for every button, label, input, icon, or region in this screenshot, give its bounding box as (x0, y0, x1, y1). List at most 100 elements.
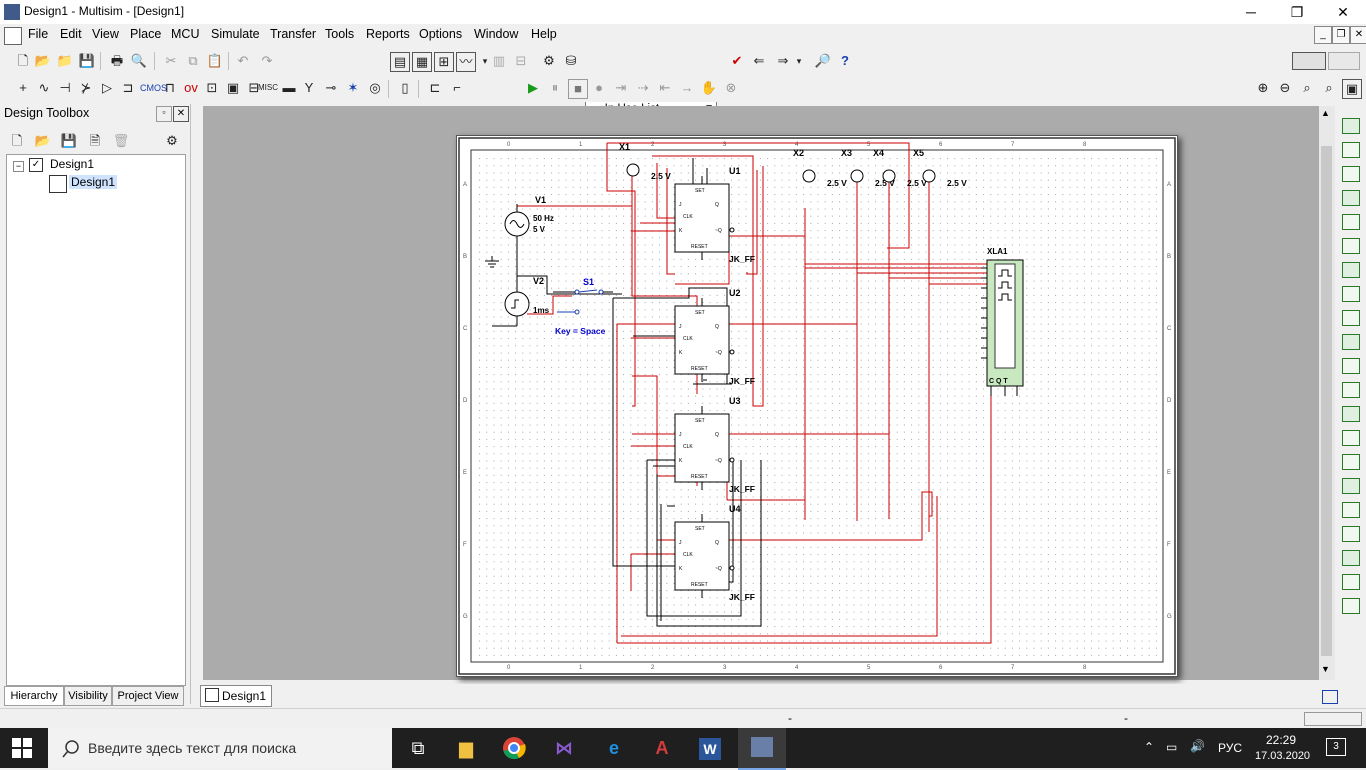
menu-help[interactable]: Help (531, 27, 557, 41)
settings-icon[interactable]: ⚙ (166, 133, 178, 148)
menu-window[interactable]: Window (474, 27, 519, 41)
panel-pin-icon[interactable]: ▫ (156, 106, 172, 122)
place-analog-icon[interactable]: ▷ (102, 80, 112, 95)
help-icon[interactable]: ? (841, 53, 849, 68)
probe-x2[interactable]: X22.5 V (793, 148, 847, 188)
task-view-icon[interactable]: ⧉ (411, 738, 425, 758)
network-analyzer-icon[interactable] (1342, 430, 1360, 446)
logic-analyzer-icon[interactable] (1342, 334, 1360, 350)
source-v1[interactable]: V1 50 Hz 5 V (504, 195, 554, 237)
agilent-generator-icon[interactable] (1342, 454, 1360, 470)
pin-probe-icon[interactable]: ● (595, 80, 603, 95)
save-icon[interactable]: 💾 (60, 133, 78, 148)
distortion-analyzer-icon[interactable] (1342, 382, 1360, 398)
component-wizard-icon[interactable]: ⚙ (543, 53, 555, 68)
place-diode-icon[interactable]: ⊣ (59, 80, 71, 95)
design-checkbox-icon[interactable]: ✓ (29, 158, 43, 172)
maximize-button[interactable]: ❐ (1290, 4, 1304, 20)
menu-tools[interactable]: Tools (325, 27, 355, 41)
erc-icon[interactable]: ✔ (731, 53, 743, 68)
forward-annotate-icon[interactable]: ⇒ (777, 53, 789, 68)
labview-icon[interactable] (1342, 574, 1360, 590)
agilent-multimeter-icon[interactable] (1342, 478, 1360, 494)
minimize-button[interactable]: ─ (1246, 4, 1256, 20)
view-toggle-icon[interactable] (1328, 52, 1360, 70)
view-toggle-icon[interactable] (1292, 52, 1326, 70)
iv-analyzer-icon[interactable] (1342, 358, 1360, 374)
taskbar-search-box[interactable]: Введите здесь текст для поиска (48, 728, 392, 768)
collapse-icon[interactable]: − (13, 161, 24, 172)
notifications-icon[interactable]: 3 (1326, 738, 1346, 756)
zoom-fit-icon[interactable]: ⌕ (1325, 80, 1333, 95)
measurement-probe-icon[interactable] (1342, 550, 1360, 566)
tektronix-oscilloscope-icon[interactable] (1342, 526, 1360, 542)
step-over-icon[interactable]: ⇢ (637, 80, 649, 95)
clock-time[interactable]: 22:29 (1266, 733, 1297, 747)
toggle-toolbox-icon[interactable]: ▤ (390, 52, 410, 72)
windows-start-icon[interactable] (12, 738, 32, 758)
place-misc-digital-icon[interactable]: ⊟ (248, 80, 260, 95)
grapher-icon[interactable]: 〰 (456, 52, 476, 72)
chrome-icon[interactable] (494, 732, 534, 764)
scroll-thumb[interactable] (1321, 146, 1332, 656)
menu-transfer[interactable]: Transfer (270, 27, 317, 41)
clock-date[interactable]: 17.03.2020 (1255, 750, 1311, 762)
menu-place[interactable]: Place (130, 27, 162, 41)
place-source-icon[interactable]: + (19, 80, 27, 95)
access-icon[interactable]: A (655, 738, 669, 758)
scroll-up-icon[interactable]: ▲ (1321, 108, 1330, 118)
new-icon[interactable]: 🗋 (17, 53, 29, 68)
place-cmos-icon[interactable]: CMOS (140, 83, 167, 93)
zoom-area-icon[interactable]: ⌕ (1303, 80, 1311, 95)
menu-simulate[interactable]: Simulate (211, 27, 260, 41)
mdi-minimize-button[interactable]: _ (1314, 26, 1332, 44)
database-icon[interactable]: ⛁ (565, 53, 577, 68)
find-icon[interactable]: 🔎 (814, 53, 832, 68)
layout-icon[interactable] (1322, 690, 1338, 704)
full-screen-icon[interactable]: ▣ (1342, 79, 1362, 99)
toggle-breakpoint-icon[interactable]: ✋ (700, 80, 718, 95)
stop-icon[interactable]: ■ (568, 79, 588, 99)
source-v2[interactable]: V2 1ms (504, 276, 550, 317)
probe-x4[interactable]: X42.5 V (873, 148, 927, 188)
wattmeter-icon[interactable] (1342, 166, 1360, 182)
place-mcu-icon[interactable]: ⊓ (164, 80, 176, 95)
file-explorer-icon[interactable]: ▆ (459, 738, 473, 758)
remove-breakpoints-icon[interactable]: ⊗ (725, 80, 737, 95)
menu-edit[interactable]: Edit (60, 27, 82, 41)
zoom-out-icon[interactable]: ⊖ (1279, 80, 1291, 95)
cut-icon[interactable]: ✂ (165, 53, 177, 68)
run-icon[interactable]: ▶ (528, 80, 538, 95)
word-icon[interactable]: W (690, 732, 730, 764)
tree-root-label[interactable]: Design1 (50, 157, 95, 171)
four-channel-oscilloscope-icon[interactable] (1342, 214, 1360, 230)
spice-netlist-icon[interactable]: ⊞ (434, 52, 454, 72)
place-advanced-peripherals-icon[interactable]: ▬ (282, 80, 296, 95)
hierarchy-icon[interactable]: ⊟ (515, 53, 527, 68)
copy-icon[interactable]: ⧉ (188, 53, 198, 68)
open-icon[interactable]: 📂 (34, 133, 52, 148)
place-rf-icon[interactable]: Y (304, 80, 314, 95)
pause-icon[interactable]: ⏸ (551, 80, 559, 95)
scroll-down-icon[interactable]: ▼ (1321, 664, 1330, 674)
chevron-down-icon[interactable]: ▾ (796, 56, 802, 66)
agilent-oscilloscope-icon[interactable] (1342, 502, 1360, 518)
menu-options[interactable]: Options (419, 27, 463, 41)
place-indicator-icon[interactable]: ▣ (226, 80, 240, 95)
place-mixed-icon[interactable]: ov (184, 80, 198, 95)
switch-s1[interactable]: S1 Key = Space (553, 277, 613, 336)
place-basic-icon[interactable]: ∿ (38, 80, 50, 95)
probe-x5[interactable]: X52.5 V (913, 148, 967, 188)
new-icon[interactable]: 🗋 (11, 133, 23, 148)
run-to-cursor-icon[interactable]: → (680, 80, 694, 95)
chevron-up-icon[interactable]: ⌃ (1144, 740, 1155, 754)
place-connector-icon[interactable]: ◎ (369, 80, 381, 95)
logic-converter-icon[interactable] (1342, 310, 1360, 326)
vertical-scrollbar[interactable]: ▲ ▼ (1319, 106, 1335, 680)
new-sheet-icon[interactable]: 🗎 (89, 133, 101, 148)
place-ttl-icon[interactable]: ⊐ (122, 80, 134, 95)
